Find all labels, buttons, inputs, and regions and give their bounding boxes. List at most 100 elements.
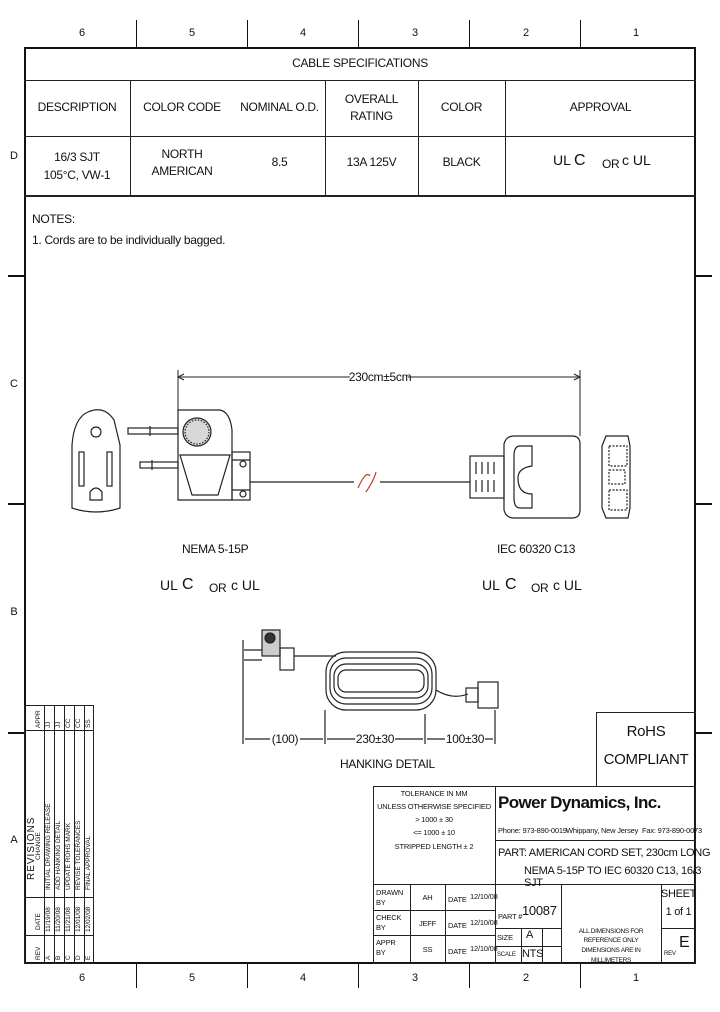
zone-tick <box>580 20 581 47</box>
dimensions-note: ALL DIMENSIONS FOR REFERENCE ONLY DIMENS… <box>578 927 644 964</box>
connector-c13-icon <box>469 435 581 519</box>
ul-mark-icon: UL <box>160 577 178 593</box>
header-description: DESCRIPTION <box>37 100 117 115</box>
check-by-label: CHECK BY <box>376 913 402 932</box>
drawn-date-label: DATE <box>448 895 467 904</box>
date-col-header: DATE <box>35 913 42 930</box>
scale-label: SCALE <box>497 952 516 958</box>
zone-tick <box>696 503 712 505</box>
hanking-dim-c: 100±30 <box>445 732 485 746</box>
table-row: A <box>45 955 52 960</box>
zone-label: 2 <box>522 972 530 984</box>
zone-label: 3 <box>411 972 419 984</box>
table-row: FINAL APPROVAL <box>85 835 92 890</box>
table-row: B <box>55 955 62 960</box>
drawing-border <box>24 47 696 964</box>
part-no-label: PART # <box>498 912 523 921</box>
change-col-header: CHANGE <box>35 832 42 860</box>
appr-date-label: DATE <box>448 947 467 956</box>
tolerance-line1: UNLESS OTHERWISE SPECIFIED <box>377 801 491 811</box>
csa-mark-icon: C <box>505 576 517 593</box>
cord-line <box>250 471 470 493</box>
cell-color: BLACK <box>442 155 481 170</box>
table-row: UPDATE ROHS MARK <box>65 822 72 890</box>
company-phone: Phone: 973-890-0019 <box>498 826 567 835</box>
scale-value: NTS <box>522 948 544 960</box>
table-row: CC <box>65 718 72 728</box>
zone-label: 2 <box>522 27 530 39</box>
zone-tick <box>247 20 248 47</box>
appr-by-value: SS <box>422 944 433 954</box>
spec-table-title: CABLE SPECIFICATIONS <box>292 55 428 70</box>
table-row: 11/20/08 <box>55 907 62 932</box>
drawn-by-value: AH <box>422 892 433 902</box>
part-line1: PART: AMERICAN CORD SET, 230cm LONG <box>498 847 711 859</box>
approval-or: OR <box>602 157 620 171</box>
hanking-detail-icon <box>242 629 499 744</box>
zone-tick <box>469 20 470 47</box>
sheet-value: 1 of 1 <box>665 906 692 919</box>
hanking-detail-label: HANKING DETAIL <box>340 757 435 771</box>
hanking-dim-b: 230±30 <box>355 732 395 746</box>
hanking-dim-a: (100) <box>271 732 299 746</box>
table-row: E <box>85 955 92 960</box>
company-fax: Fax: 973-890-0073 <box>642 826 702 835</box>
header-color-code: COLOR CODE <box>143 100 221 115</box>
plug-label: NEMA 5-15P <box>182 542 249 556</box>
table-row: C <box>65 955 72 960</box>
table-row: 11/21/08 <box>65 907 72 932</box>
drawn-date-value: 12/10/08 <box>470 892 498 901</box>
iec-face-icon <box>601 435 631 519</box>
zone-label: 6 <box>78 972 86 984</box>
zone-label: 4 <box>299 27 307 39</box>
nema-face-icon <box>71 409 121 513</box>
zone-label: 1 <box>632 972 640 984</box>
zone-label: 6 <box>78 27 86 39</box>
sheet-label: SHEET <box>660 888 697 901</box>
company-city: Whippany, New Jersey <box>566 826 639 835</box>
approval-or: OR <box>209 581 227 595</box>
tolerance-line2: > 1000 ± 30 <box>415 814 453 824</box>
header-approval: APPROVAL <box>569 100 632 115</box>
table-row: REVISE TOLERANCES <box>75 820 82 890</box>
zone-label: A <box>10 834 18 846</box>
cul-mark-icon: c UL <box>231 577 260 593</box>
notes-heading: NOTES: <box>32 212 75 226</box>
zone-tick <box>136 964 137 988</box>
table-row: SS <box>85 719 92 728</box>
zone-tick <box>8 275 24 277</box>
table-row: D <box>75 955 82 960</box>
appr-col-header: APPR <box>35 710 42 728</box>
header-overall-rating: OVERALL RATING <box>344 91 399 123</box>
table-row: CC <box>75 718 82 728</box>
connector-label: IEC 60320 C13 <box>497 542 576 556</box>
zone-label: D <box>10 150 18 162</box>
zone-label: 1 <box>632 27 640 39</box>
table-row: JJ <box>55 721 62 729</box>
tolerance-line3: <= 1000 ± 10 <box>413 827 455 837</box>
part-no-value: 10087 <box>522 903 557 918</box>
zone-tick <box>247 964 248 988</box>
rev-col-header: REV <box>35 946 42 960</box>
size-label: SIZE <box>497 933 513 942</box>
approval-or: OR <box>531 581 549 595</box>
zone-tick <box>8 503 24 505</box>
rev-label: REV <box>664 951 676 957</box>
zone-tick <box>358 20 359 47</box>
cul-mark-icon: c UL <box>553 577 582 593</box>
drawn-by-label: DRAWN BY <box>376 888 404 907</box>
zone-tick <box>136 20 137 47</box>
zone-label: B <box>10 606 18 618</box>
ul-mark-icon: UL <box>482 577 500 593</box>
zone-label: 5 <box>188 27 196 39</box>
table-row: 12/01/08 <box>75 906 82 932</box>
header-nominal-od: NOMINAL O.D. <box>240 100 319 115</box>
rev-value: E <box>679 934 690 951</box>
note-item: 1. Cords are to be individually bagged. <box>32 233 226 247</box>
plug-nema-5-15p-icon <box>127 409 251 501</box>
rohs-line1: RoHS <box>626 723 666 741</box>
cell-od: 8.5 <box>271 155 288 170</box>
zone-tick <box>8 732 24 734</box>
zone-tick <box>358 964 359 988</box>
